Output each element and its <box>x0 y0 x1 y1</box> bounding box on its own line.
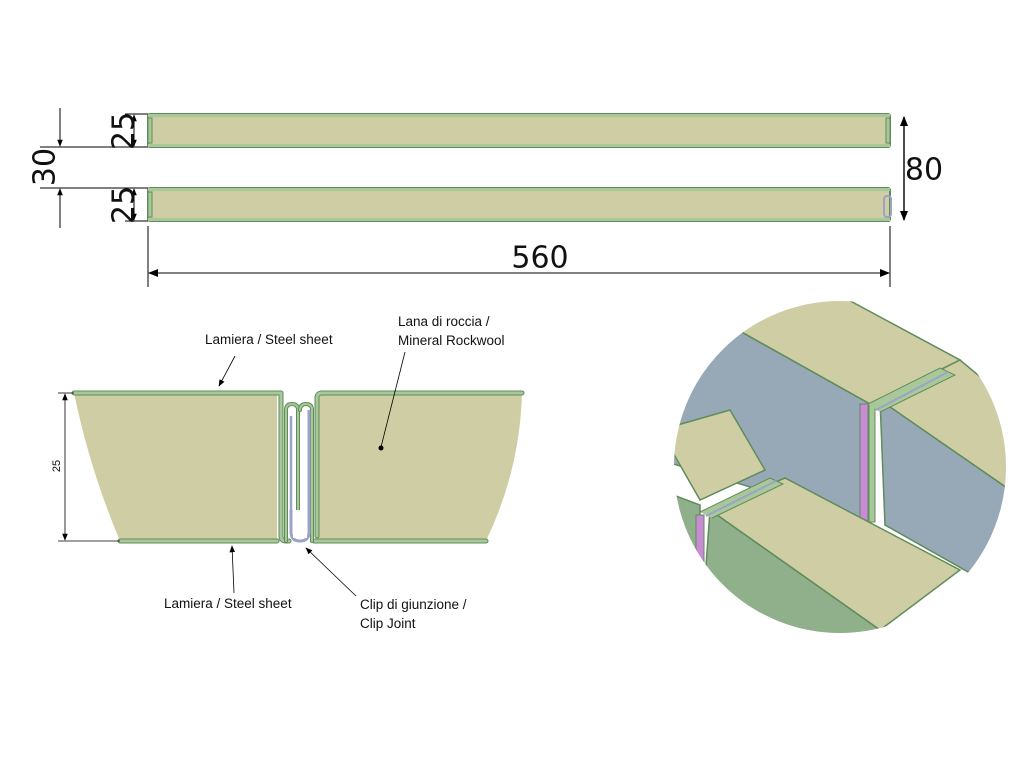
label-clip-1: Clip di giunzione / <box>360 597 467 612</box>
dim-total-height: 80 <box>905 153 943 188</box>
upper-panel <box>147 113 891 148</box>
detail-dimension <box>58 392 120 542</box>
steel-sheets <box>71 390 525 544</box>
elevation-view: 25 25 30 80 560 <box>28 108 943 287</box>
dim-top-thickness: 25 <box>107 112 142 150</box>
dim-gap: 30 <box>28 148 63 186</box>
detail-dim-thickness: 25 <box>51 460 63 472</box>
label-clip-2: Clip Joint <box>360 616 416 631</box>
dimension-bottom <box>147 226 891 287</box>
dim-width: 560 <box>511 241 568 276</box>
lower-panel <box>147 187 892 222</box>
rockwool-marker <box>378 445 384 451</box>
right-panel-section <box>318 393 522 541</box>
left-panel-section <box>74 393 277 541</box>
label-rockwool-2: Mineral Rockwool <box>398 333 505 348</box>
dimension-left <box>40 108 148 228</box>
leaders <box>218 351 406 597</box>
label-steel-sheet-bottom: Lamiera / Steel sheet <box>164 596 292 611</box>
isometric-detail <box>673 300 1007 634</box>
label-rockwool-1: Lana di roccia / <box>398 314 490 329</box>
label-steel-sheet-top: Lamiera / Steel sheet <box>205 332 333 347</box>
section-detail: 25 Lamiera / Steel sheet Lana di roccia … <box>51 314 525 631</box>
dim-bottom-thickness: 25 <box>107 186 142 224</box>
clip-joint <box>289 410 311 543</box>
detail-circle-frame <box>672 299 1008 635</box>
